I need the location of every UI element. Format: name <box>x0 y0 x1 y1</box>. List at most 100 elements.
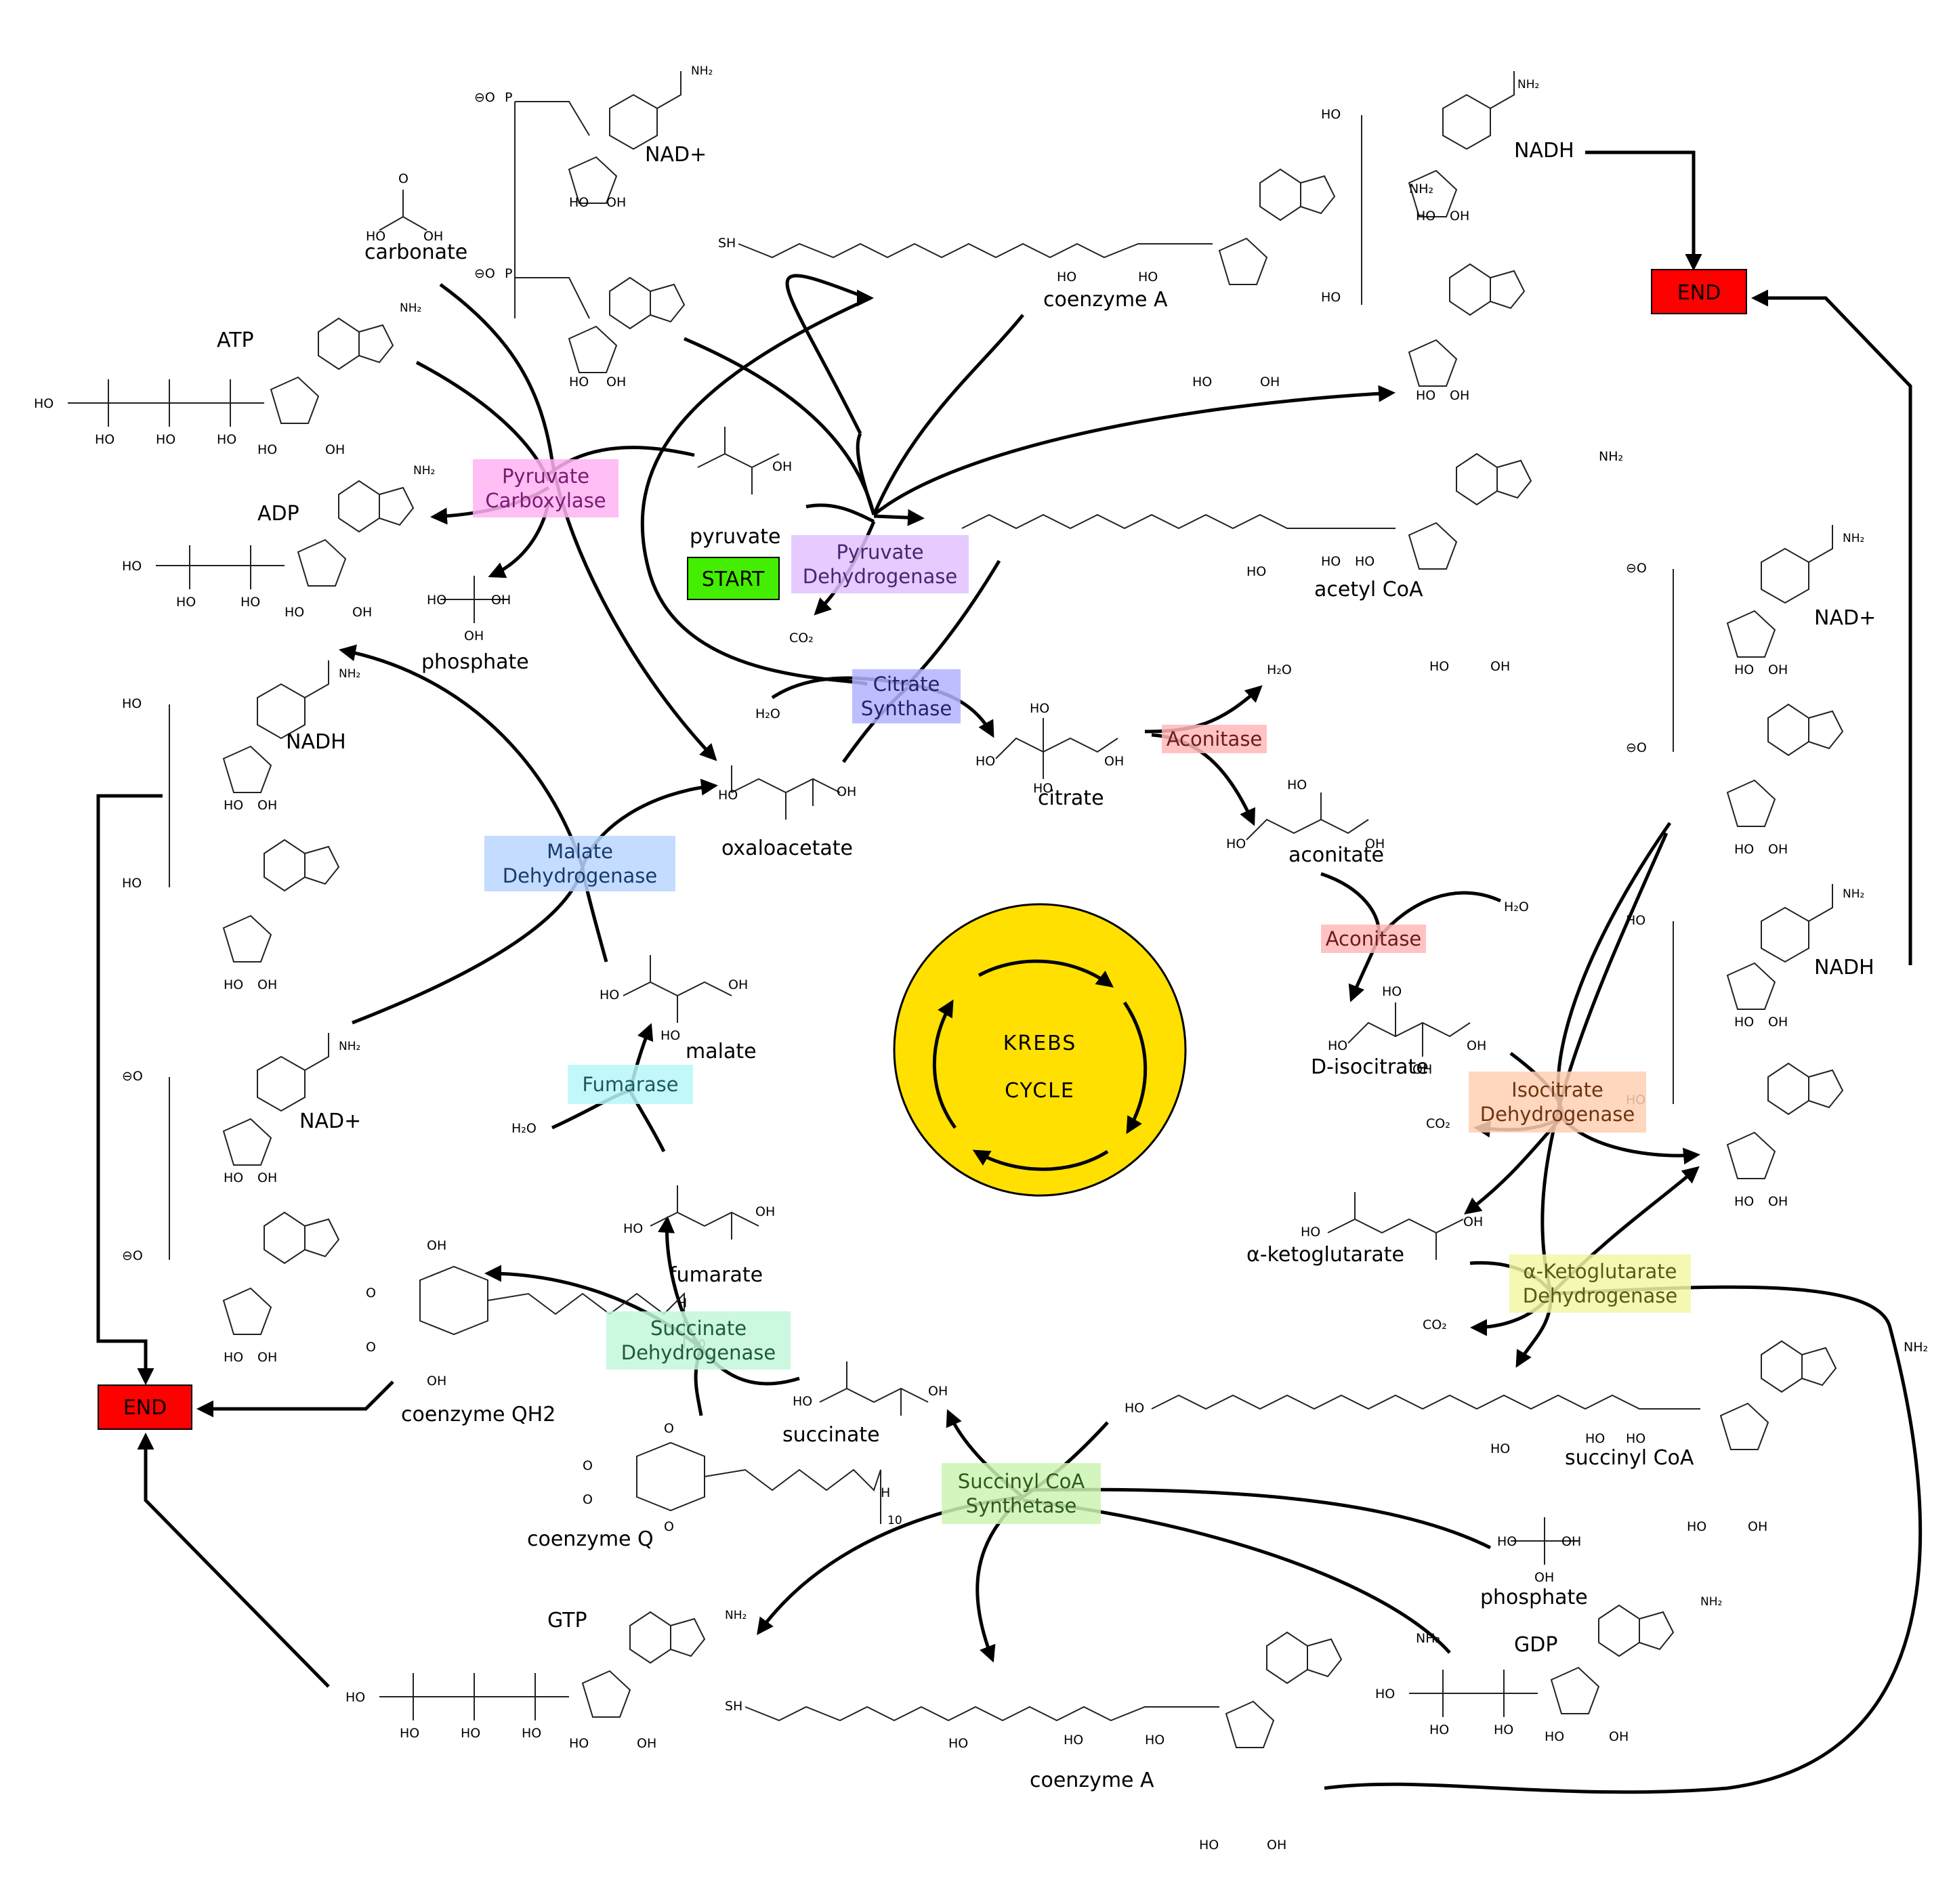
h2o-aconitase-2: H₂O <box>1504 900 1529 914</box>
enzyme-box <box>1469 1072 1646 1133</box>
svg-text:HO: HO <box>623 1221 643 1236</box>
svg-text:OH: OH <box>464 629 484 643</box>
label-alpha-ketoglutarate: α-ketoglutarate <box>1246 1243 1404 1267</box>
svg-text:H: H <box>881 1485 890 1500</box>
svg-text:HO: HO <box>1497 1534 1517 1549</box>
svg-text:OH: OH <box>257 1350 277 1365</box>
svg-text:OH: OH <box>728 977 748 992</box>
svg-text:OH: OH <box>1467 1038 1486 1053</box>
enzyme-label-line1: Succinate <box>650 1317 747 1340</box>
svg-text:HO: HO <box>240 595 260 610</box>
svg-text:HO: HO <box>569 195 589 210</box>
svg-text:⊖O: ⊖O <box>474 90 495 105</box>
svg-text:OH: OH <box>257 977 277 992</box>
svg-text:NH₂: NH₂ <box>1409 182 1433 196</box>
svg-text:HO: HO <box>122 876 142 891</box>
svg-text:OH: OH <box>1768 662 1788 677</box>
cycle-title-line2: CYCLE <box>1005 1079 1075 1103</box>
svg-text:HO: HO <box>345 1690 365 1705</box>
svg-text:HO: HO <box>1687 1519 1706 1534</box>
svg-text:HO: HO <box>1382 984 1402 999</box>
svg-text:OH: OH <box>1463 1214 1483 1229</box>
svg-text:OH: OH <box>606 195 626 210</box>
enzyme-label-line2: Dehydrogenase <box>621 1341 776 1364</box>
svg-text:O: O <box>664 1421 674 1436</box>
label-citrate: citrate <box>1038 786 1104 810</box>
svg-text:HO: HO <box>1199 1838 1219 1853</box>
svg-text:OH: OH <box>837 784 856 799</box>
enzyme-box <box>484 836 675 891</box>
svg-text:HO: HO <box>1287 778 1307 792</box>
enzyme-box <box>942 1463 1101 1524</box>
enzyme-label-line1: Fumarase <box>582 1073 678 1096</box>
h2o-citrate-synthase: H₂O <box>755 706 780 721</box>
svg-text:OH: OH <box>352 605 372 620</box>
svg-text:HO: HO <box>400 1726 419 1741</box>
start-marker: START <box>687 557 780 600</box>
svg-text:HO: HO <box>976 754 995 769</box>
svg-text:10: 10 <box>887 1514 902 1527</box>
label-gtp: GTP <box>547 1609 587 1632</box>
svg-text:HO: HO <box>1429 1722 1449 1737</box>
svg-text:OH: OH <box>427 1238 446 1253</box>
enzyme-box <box>1509 1254 1691 1313</box>
svg-text:HO: HO <box>1057 270 1076 284</box>
svg-text:NH₂: NH₂ <box>339 667 360 681</box>
svg-text:OH: OH <box>1561 1534 1581 1549</box>
svg-text:HO: HO <box>1246 564 1266 579</box>
svg-text:NH₂: NH₂ <box>413 464 435 478</box>
enzyme-label-line2: Dehydrogenase <box>803 565 958 588</box>
label-acetyl-coa: acetyl CoA <box>1314 578 1423 601</box>
label-nad-right: NAD+ <box>1814 606 1876 630</box>
svg-text:NH₂: NH₂ <box>1904 1340 1928 1355</box>
svg-text:HO: HO <box>522 1726 541 1741</box>
svg-text:OH: OH <box>1267 1838 1286 1853</box>
svg-text:OH: OH <box>423 229 443 244</box>
svg-text:OH: OH <box>1768 842 1788 857</box>
label-nadh-left: NADH <box>286 730 346 754</box>
svg-text:NH₂: NH₂ <box>400 301 421 315</box>
svg-text:HO: HO <box>1145 1733 1165 1748</box>
svg-text:OH: OH <box>257 1170 277 1185</box>
start-label: START <box>702 568 765 591</box>
svg-text:OH: OH <box>257 798 277 813</box>
svg-text:OH: OH <box>1768 1194 1788 1209</box>
svg-text:HO: HO <box>1321 554 1341 569</box>
svg-text:NH₂: NH₂ <box>691 64 713 78</box>
svg-text:HO: HO <box>1585 1431 1605 1446</box>
label-atp: ATP <box>217 329 254 352</box>
svg-text:SH: SH <box>718 236 736 251</box>
label-malate: malate <box>686 1040 757 1063</box>
svg-text:O: O <box>583 1458 593 1473</box>
enzyme-label-line1: Pyruvate <box>836 541 923 564</box>
enzyme-label-line2: Carboxylase <box>485 489 606 512</box>
svg-text:OH: OH <box>1768 1015 1788 1030</box>
label-phosphate-right: phosphate <box>1480 1586 1588 1609</box>
svg-text:HO: HO <box>224 1350 243 1365</box>
enzyme-box <box>1162 725 1267 753</box>
svg-text:HO: HO <box>257 442 277 457</box>
svg-text:HO: HO <box>1030 701 1049 716</box>
svg-text:HO: HO <box>122 696 142 711</box>
label-coenzyme-qh2: coenzyme QH2 <box>401 1403 555 1426</box>
svg-text:HO: HO <box>793 1394 812 1409</box>
svg-text:H: H <box>677 1296 687 1311</box>
